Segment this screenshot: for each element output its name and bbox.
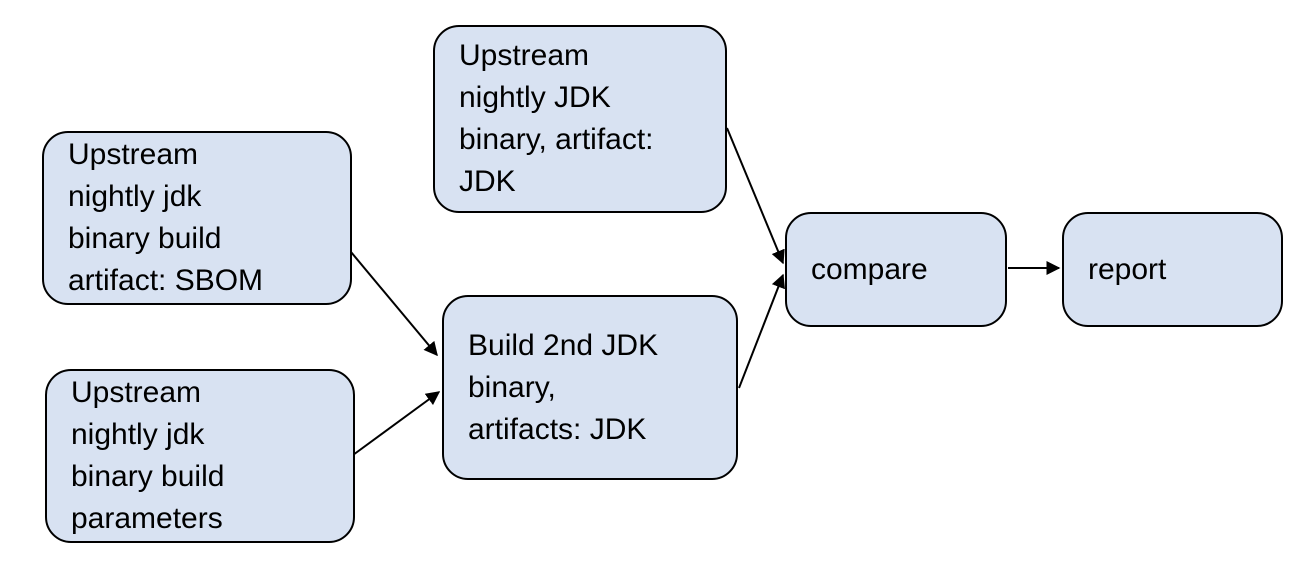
edge-params-to-build2nd <box>352 391 441 456</box>
node-build-2nd-jdk-binary: Build 2nd JDK binary, artifacts: JDK <box>442 295 738 480</box>
node-compare: compare <box>785 212 1007 327</box>
node-upstream-jdk-binary-label: Upstream nightly JDK binary, artifact: J… <box>459 39 654 198</box>
node-upstream-jdk-binary: Upstream nightly JDK binary, artifact: J… <box>433 25 727 213</box>
node-report: report <box>1062 212 1283 327</box>
node-report-label: report <box>1088 252 1167 286</box>
node-build-2nd-jdk-binary-label: Build 2nd JDK binary, artifacts: JDK <box>468 328 659 446</box>
node-upstream-parameters: Upstream nightly jdk binary build parame… <box>45 369 355 543</box>
node-compare-label: compare <box>811 252 928 286</box>
node-upstream-parameters-label: Upstream nightly jdk binary build parame… <box>71 376 225 535</box>
edge-sbom-to-build2nd <box>350 251 438 357</box>
node-upstream-sbom-label: Upstream nightly jdk binary build artifa… <box>68 138 264 297</box>
edge-build2nd-to-compare <box>738 273 785 389</box>
node-upstream-sbom: Upstream nightly jdk binary build artifa… <box>42 131 352 305</box>
edge-upstreamjdk-to-compare <box>726 127 785 265</box>
